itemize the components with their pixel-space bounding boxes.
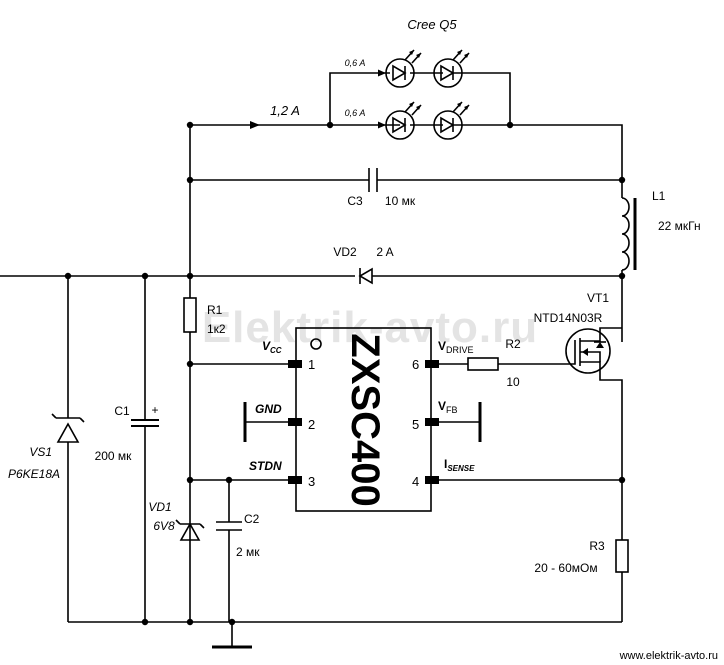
pin4-label: ISENSE	[444, 457, 475, 473]
vs1-value: P6KE18A	[8, 467, 60, 481]
vd2-value: 2 A	[376, 245, 393, 259]
c1-polarity: +	[151, 403, 158, 417]
led-branch-current-1: 0,6 A	[345, 58, 366, 68]
r2-ref: R2	[505, 337, 521, 351]
c2-ref: C2	[244, 512, 260, 526]
resistor-r1: R1 1к2	[183, 297, 226, 336]
junction-dots	[64, 121, 626, 626]
pin3-label: STDN	[249, 459, 282, 473]
capacitor-c2: C2 2 мк	[216, 480, 260, 622]
current-arrow-branch-2	[378, 121, 386, 129]
pin6-label: VDRIVE	[438, 339, 474, 355]
pin5-label: VFB	[438, 399, 458, 415]
vd1-value: 6V8	[153, 519, 175, 533]
led-symbol	[385, 49, 422, 88]
pin1-marker	[310, 338, 322, 350]
ground-symbol	[68, 621, 622, 649]
led-total-current: 1,2 A	[270, 103, 300, 118]
ic-zxsc400: ZXSC400 1 2 3 6 5 4 VCC GND STDN VDRIVE …	[249, 327, 475, 512]
led-symbol	[385, 101, 422, 140]
pin6-number: 6	[412, 357, 419, 372]
l1-value: 22 мкГн	[658, 219, 701, 233]
current-arrow-total	[250, 121, 260, 129]
led-branch-current-2: 0,6 A	[345, 108, 366, 118]
r1-ref: R1	[207, 303, 223, 317]
pin5-number: 5	[412, 417, 419, 432]
vt1-ref: VT1	[587, 291, 609, 305]
c3-value: 10 мк	[385, 194, 416, 208]
led-label: Cree Q5	[407, 17, 457, 32]
c2-value: 2 мк	[236, 545, 260, 559]
inductor-l1: L1 22 мкГн	[621, 189, 701, 276]
c1-ref: C1	[114, 404, 130, 418]
vd2-ref: VD2	[333, 245, 357, 259]
mosfet-vt1: VT1 NTD14N03R	[534, 291, 623, 540]
resistor-r3: R3 20 - 60мОм	[534, 539, 629, 622]
current-arrow-branch-1	[378, 69, 386, 77]
c1-value: 200 мк	[95, 449, 133, 463]
pin3-number: 3	[308, 474, 315, 489]
resistor-r2: R2 10	[467, 337, 521, 389]
pin2-label: GND	[255, 402, 282, 416]
footer-url: www.elektrik-avto.ru	[619, 650, 718, 662]
l1-ref: L1	[652, 189, 666, 203]
r3-ref: R3	[589, 539, 605, 553]
vt1-value: NTD14N03R	[534, 311, 603, 325]
pin1-number: 1	[308, 357, 315, 372]
r3-value: 20 - 60мОм	[534, 561, 597, 575]
capacitor-c3: C3 10 мк	[190, 168, 622, 208]
capacitor-c1: + C1 200 мк	[95, 276, 159, 622]
led-array: Cree Q5 0,6 A 0,6 A 1,2 A	[190, 17, 623, 198]
led-symbol	[433, 49, 470, 88]
vd1-ref: VD1	[148, 500, 171, 514]
zener-diode-vd1: VD1 6V8	[148, 500, 205, 541]
pin2-number: 2	[308, 417, 315, 432]
c3-ref: C3	[347, 194, 363, 208]
r1-value: 1к2	[207, 322, 226, 336]
vs1-ref: VS1	[29, 445, 52, 459]
tvs-diode-vs1: VS1 P6KE18A	[8, 276, 85, 622]
pin4-number: 4	[412, 474, 419, 489]
led-symbol	[433, 101, 470, 140]
r2-value: 10	[506, 375, 520, 389]
pin1-label: VCC	[262, 339, 282, 355]
ic-name: ZXSC400	[343, 333, 387, 506]
